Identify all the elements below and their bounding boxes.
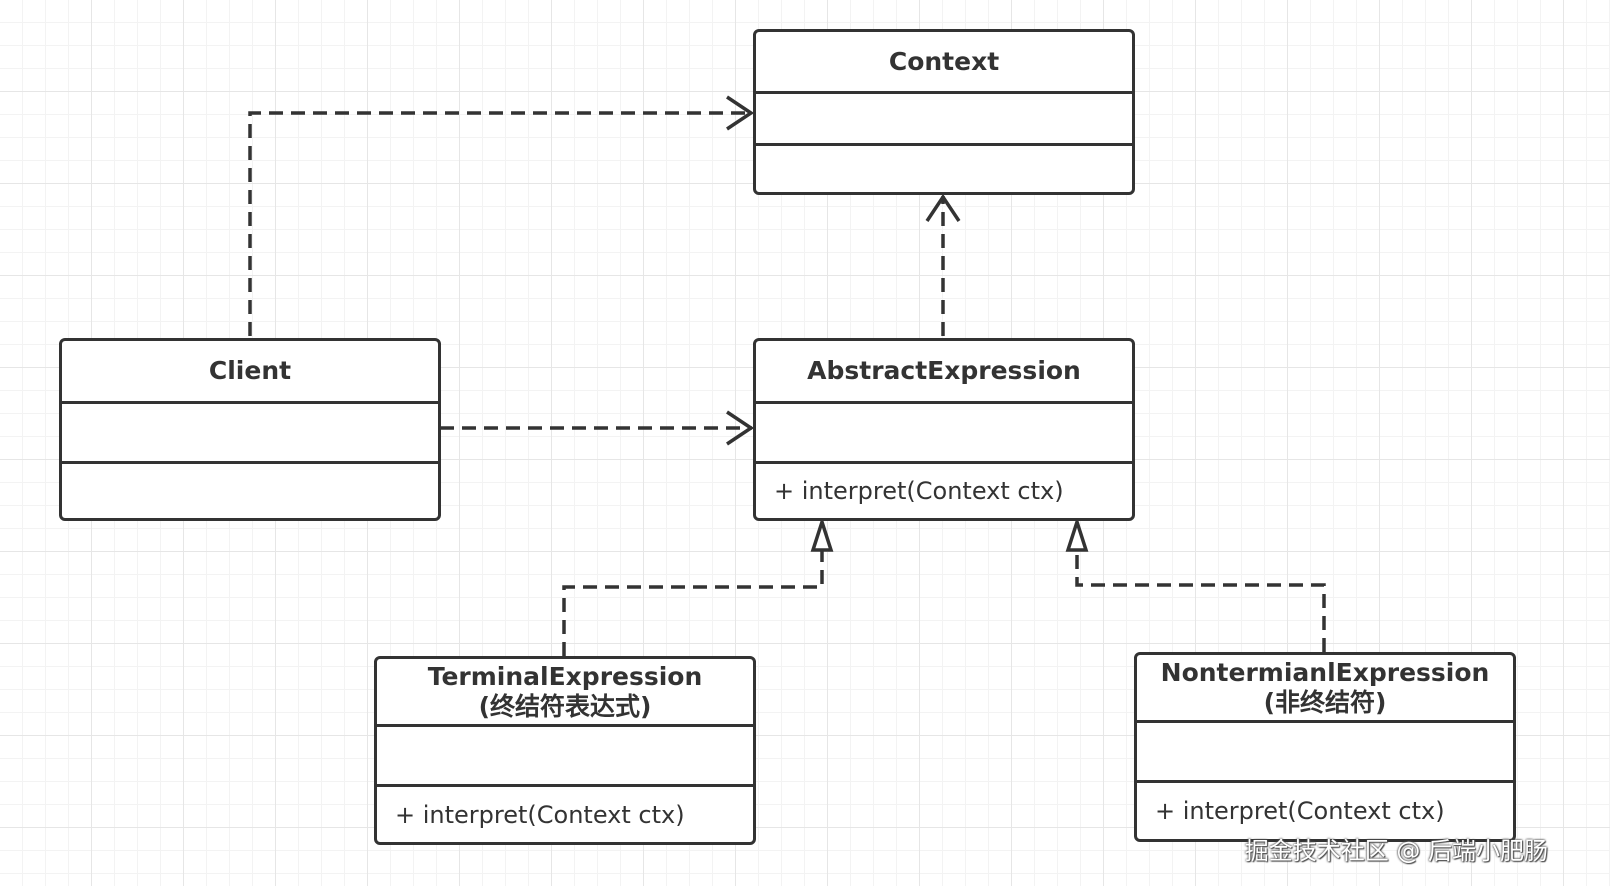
operation-interpret: + interpret(Context ctx)	[774, 477, 1064, 505]
arrowhead-open-context-from-abstract	[925, 193, 961, 222]
class-client-attributes-compartment	[62, 404, 438, 464]
watermark: 掘金技术社区 @ 后端小肥肠	[1244, 837, 1548, 865]
class-nonterminal-expression[interactable]: NontermianlExpression (非终结符) + interpret…	[1134, 652, 1516, 842]
class-context-operations-compartment	[756, 146, 1132, 192]
edge-nonterminal-to-abstract	[1075, 548, 1326, 652]
class-name: NontermianlExpression	[1160, 657, 1490, 687]
class-context-attributes-compartment	[756, 94, 1132, 146]
operation-interpret: + interpret(Context ctx)	[1155, 797, 1445, 825]
arrowhead-open-abstract-from-client	[726, 410, 755, 446]
class-client-name-compartment: Client	[62, 341, 438, 404]
class-terminal-expression-attributes-compartment	[377, 727, 753, 787]
class-abstract-expression[interactable]: AbstractExpression + interpret(Context c…	[753, 338, 1135, 521]
class-name: AbstractExpression	[807, 356, 1081, 385]
class-context[interactable]: Context	[753, 29, 1135, 195]
arrowhead-open-context-from-client	[726, 95, 755, 131]
class-subtitle: (非终结符)	[1263, 687, 1387, 717]
class-terminal-expression[interactable]: TerminalExpression (终结符表达式) + interpret(…	[374, 656, 756, 845]
arrowhead-hollow-triangle-nonterminal	[1065, 516, 1089, 552]
class-client[interactable]: Client	[59, 338, 441, 521]
edge-terminal-to-abstract	[562, 548, 824, 656]
class-nonterminal-expression-attributes-compartment	[1137, 723, 1513, 783]
class-terminal-expression-operations-compartment: + interpret(Context ctx)	[377, 787, 753, 842]
class-terminal-expression-name-compartment: TerminalExpression (终结符表达式)	[377, 659, 753, 727]
class-nonterminal-expression-operations-compartment: + interpret(Context ctx)	[1137, 783, 1513, 839]
class-context-name-compartment: Context	[756, 32, 1132, 94]
class-abstract-expression-name-compartment: AbstractExpression	[756, 341, 1132, 404]
arrowhead-hollow-triangle-terminal	[810, 516, 834, 552]
class-nonterminal-expression-name-compartment: NontermianlExpression (非终结符)	[1137, 655, 1513, 723]
class-name: TerminalExpression	[427, 661, 703, 691]
class-subtitle: (终结符表达式)	[478, 691, 652, 721]
class-abstract-expression-operations-compartment: + interpret(Context ctx)	[756, 464, 1132, 518]
edge-client-to-context	[248, 111, 752, 336]
class-abstract-expression-attributes-compartment	[756, 404, 1132, 464]
class-name: Context	[888, 46, 1000, 76]
operation-interpret: + interpret(Context ctx)	[395, 800, 685, 829]
class-name: Client	[208, 356, 292, 385]
class-client-operations-compartment	[62, 464, 438, 518]
